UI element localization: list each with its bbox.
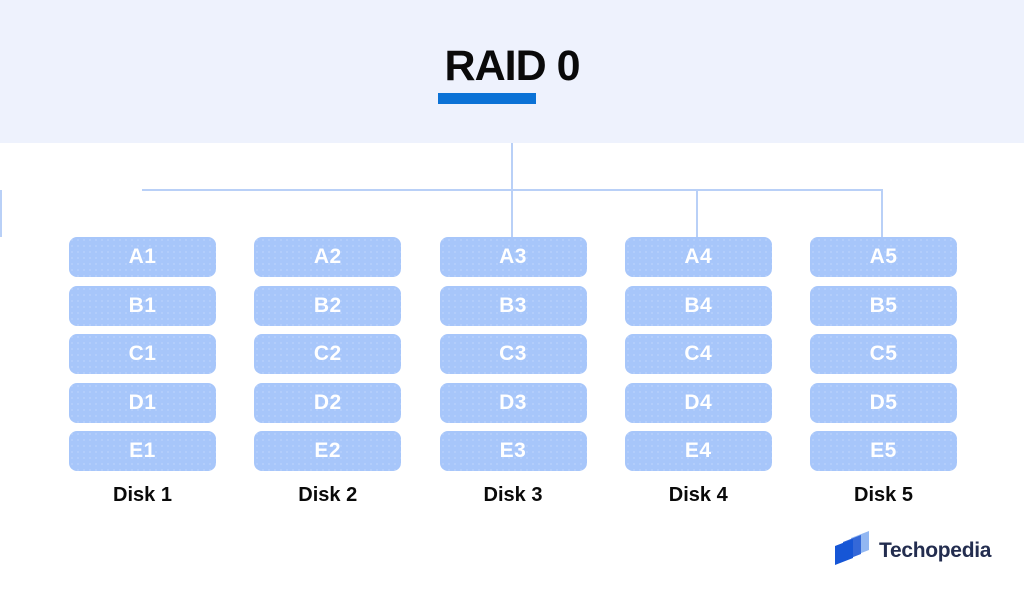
techopedia-wordmark: Techopedia: [879, 539, 992, 562]
stripe-block: E5: [810, 431, 957, 471]
connector-drop: [511, 190, 513, 237]
disk-label: Disk 3: [483, 483, 543, 506]
stripe-block: D3: [439, 382, 587, 423]
stripe-block: A4: [624, 237, 772, 277]
connector-drop: [881, 190, 883, 237]
connector-drop: [0, 190, 2, 237]
stripe-block: B5: [810, 285, 957, 326]
stripe-block: C3: [439, 334, 587, 374]
stripe-block: B3: [439, 285, 587, 326]
stripe-block: C4: [624, 334, 772, 374]
stripe-block: A1: [69, 237, 216, 277]
stripe-block: E4: [624, 431, 772, 471]
techopedia-logo: Techopedia: [835, 530, 991, 572]
stripe-block: A3: [439, 237, 587, 277]
disk-label: Disk 4: [668, 483, 728, 506]
stripe-block: C2: [254, 334, 402, 374]
disk-label: Disk 5: [854, 483, 913, 506]
disk-label: Disk 1: [113, 483, 172, 506]
stripe-block: D2: [254, 382, 402, 423]
stripe-block: D1: [69, 382, 216, 423]
title-underline: [438, 93, 536, 104]
stripe-block: B4: [624, 285, 772, 326]
disk-label: Disk 2: [298, 483, 358, 506]
stripe-block: B1: [69, 285, 216, 326]
stripe-block: E1: [69, 431, 216, 471]
page-title: RAID 0: [444, 42, 581, 90]
connector-stem: [511, 143, 513, 190]
stripe-block: D5: [810, 382, 957, 423]
techopedia-panes-icon: [835, 531, 869, 565]
stripe-block: E2: [254, 431, 402, 471]
stripe-block: C1: [69, 334, 216, 374]
stripe-block: A5: [810, 237, 957, 277]
stripe-block: C5: [810, 334, 957, 374]
connector-drop: [696, 190, 698, 237]
stripe-block: A2: [254, 237, 402, 277]
stripe-block: D4: [624, 382, 772, 423]
header-band: [0, 0, 1024, 143]
stripe-block: E3: [439, 431, 587, 471]
stripe-block: B2: [254, 285, 402, 326]
